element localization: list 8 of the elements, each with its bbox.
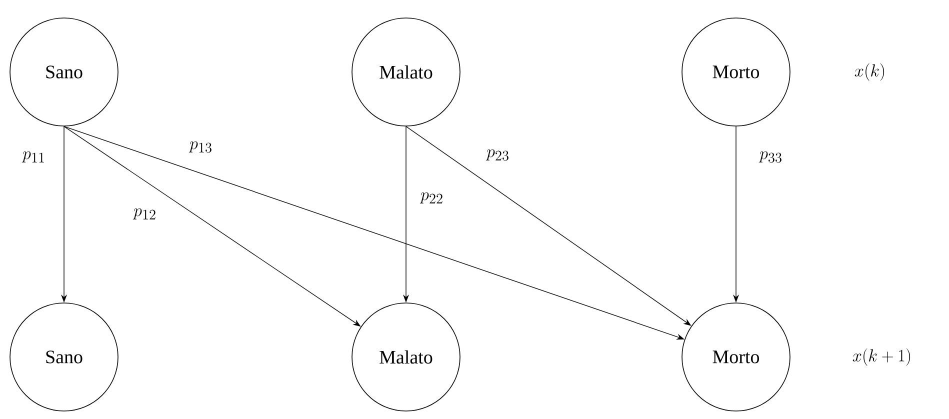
- state-vector-label: $x(k)$: [854, 63, 884, 81]
- edge-label: $p_{11}$: [21, 150, 47, 164]
- edge-label: $p_{13}$: [188, 140, 214, 154]
- state-vector-label: $x(k+1)$: [852, 348, 910, 366]
- edge-label: $p_{22}$: [419, 192, 445, 204]
- edge-label: $p_{23}$: [485, 148, 511, 162]
- edge-label: $p_{12}$: [132, 208, 158, 220]
- edge-label: $p_{33}$: [758, 150, 784, 164]
